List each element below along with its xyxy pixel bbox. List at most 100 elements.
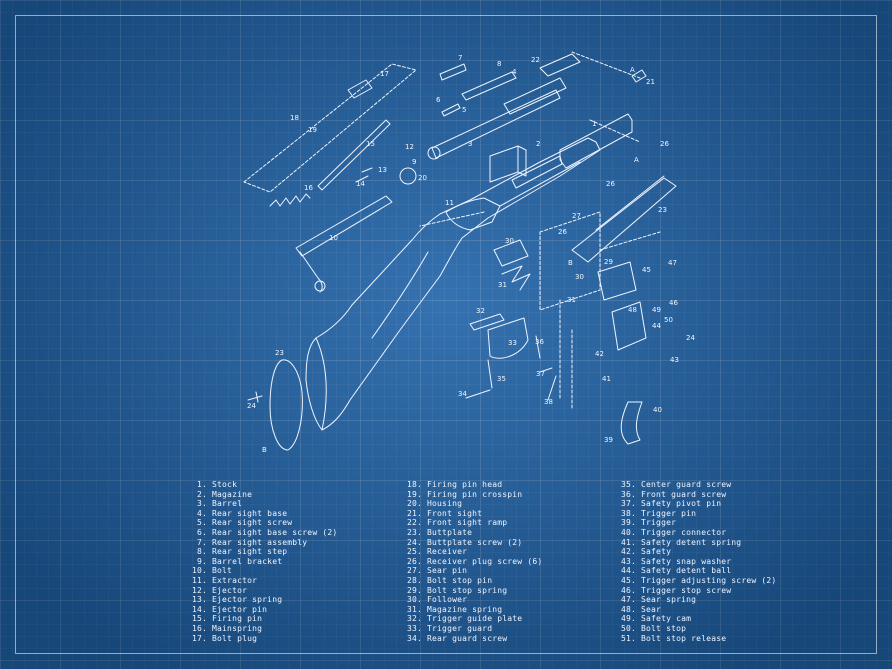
callout-label: 18 xyxy=(290,114,299,122)
legend-item-name: Firing pin crosspin xyxy=(427,489,523,499)
legend-item: 41.Safety detent spring xyxy=(614,538,776,548)
trigger-guard xyxy=(487,317,529,359)
callout-label: 3 xyxy=(468,140,472,148)
callout-label: 40 xyxy=(653,406,662,414)
legend-item: 34.Rear guard screw xyxy=(400,634,542,644)
legend-item-name: Front sight xyxy=(427,508,483,518)
legend-item-name: Trigger pin xyxy=(641,508,697,518)
legend-item-name: Magazine spring xyxy=(427,604,503,614)
legend-item: 4.Rear sight base xyxy=(185,509,337,519)
legend-item-name: Safety detent ball xyxy=(641,566,732,576)
legend-item-number: 47. xyxy=(620,595,636,605)
legend-item-number: 9. xyxy=(196,556,207,566)
housing-ring xyxy=(399,167,417,185)
callout-label: 22 xyxy=(531,56,540,64)
legend-item: 12.Ejector xyxy=(185,586,337,596)
callout-label: 41 xyxy=(602,375,611,383)
legend-item-number: 28. xyxy=(406,575,422,585)
legend-item-name: Follower xyxy=(427,595,468,605)
legend-item: 45.Trigger adjusting screw (2) xyxy=(614,576,776,586)
callout-label: 48 xyxy=(628,306,637,314)
callout-label: 19 xyxy=(308,126,317,134)
callout-label: 30 xyxy=(575,273,584,281)
callout-label: 24 xyxy=(686,334,695,342)
legend-item-name: Safety detent spring xyxy=(641,537,742,547)
legend-item-name: Mainspring xyxy=(212,623,263,633)
receiver-tang xyxy=(511,155,563,189)
callout-label: B xyxy=(262,446,267,454)
safety-body xyxy=(611,301,647,351)
barrel-tube xyxy=(431,89,561,159)
magazine-spring xyxy=(501,265,531,291)
barrel-muzzle xyxy=(427,146,441,160)
legend-item: 32.Trigger guide plate xyxy=(400,614,542,624)
legend-item: 8.Rear sight step xyxy=(185,547,337,557)
callout-label: 30 xyxy=(505,237,514,245)
legend-item: 26.Receiver plug screw (6) xyxy=(400,557,542,567)
legend-item-name: Bolt stop spring xyxy=(427,585,508,595)
callout-label: 13 xyxy=(378,166,387,174)
legend-item: 44.Safety detent ball xyxy=(614,566,776,576)
legend-item-name: Rear sight screw xyxy=(212,518,293,528)
legend-item: 50.Bolt stop xyxy=(614,624,776,634)
legend-item-number: 2. xyxy=(196,489,207,499)
legend-item-name: Sear xyxy=(641,604,662,614)
legend-item-number: 51. xyxy=(620,633,636,643)
stock-outline xyxy=(305,137,601,431)
legend-item-name: Bolt stop release xyxy=(641,633,727,643)
legend-item-name: Receiver xyxy=(427,547,468,557)
firing-pin xyxy=(317,119,391,191)
legend-item: 28.Bolt stop pin xyxy=(400,576,542,586)
legend-item-name: Firing pin head xyxy=(427,480,503,489)
callout-labels: 1234567891011121314151617181920212223232… xyxy=(247,54,695,454)
callout-label: 42 xyxy=(595,350,604,358)
callout-label: 2 xyxy=(536,140,540,148)
legend-item-name: Safety xyxy=(641,547,672,557)
mainspring-coil xyxy=(269,193,311,207)
legend-item-number: 20. xyxy=(406,499,422,509)
legend-item-number: 46. xyxy=(620,585,636,595)
legend-item-number: 17. xyxy=(191,633,207,643)
legend-item-number: 23. xyxy=(406,527,422,537)
callout-label: 31 xyxy=(567,296,576,304)
legend-item-number: 25. xyxy=(406,547,422,557)
legend-item-number: 6. xyxy=(196,527,207,537)
legend-item-name: Buttplate screw (2) xyxy=(427,537,523,547)
legend-item-name: Sear pin xyxy=(427,566,468,576)
legend-item-number: 37. xyxy=(620,499,636,509)
bolt-body xyxy=(295,195,393,257)
legend-item-name: Bolt stop xyxy=(641,623,687,633)
legend-item-name: Bolt plug xyxy=(212,633,258,643)
legend-item-name: Sear spring xyxy=(641,595,697,605)
legend-item: 39.Trigger xyxy=(614,518,776,528)
legend-item: 16.Mainspring xyxy=(185,624,337,634)
legend-item-number: 21. xyxy=(406,508,422,518)
legend-item-number: 22. xyxy=(406,518,422,528)
legend-item: 42.Safety xyxy=(614,547,776,557)
magazine-box xyxy=(489,145,527,183)
legend-item-name: Ejector pin xyxy=(212,604,268,614)
legend-item-name: Rear sight base screw (2) xyxy=(212,527,338,537)
stock-fore-groove xyxy=(499,161,581,207)
callout-label: 23 xyxy=(658,206,667,214)
callout-label: 38 xyxy=(544,398,553,406)
callout-label: A xyxy=(630,66,635,74)
legend-item-number: 14. xyxy=(191,604,207,614)
receiver-body xyxy=(559,113,633,169)
callout-label: 16 xyxy=(304,184,313,192)
legend-item-number: 27. xyxy=(406,566,422,576)
legend-item: 25. Receiver xyxy=(400,547,542,557)
callout-label: 24 xyxy=(247,402,256,410)
bolt-handle xyxy=(299,251,323,293)
legend-item: 30.Follower xyxy=(400,595,542,605)
legend-item-name: Firing pin xyxy=(212,614,263,624)
legend-item-number: 45. xyxy=(620,575,636,585)
legend-item: 5.Rear sight screw xyxy=(185,518,337,528)
legend-item: 22.Front sight ramp xyxy=(400,518,542,528)
legend-item: 27. Sear pin xyxy=(400,566,542,576)
callout-label: 31 xyxy=(498,281,507,289)
legend-item: 9.Barrel bracket xyxy=(185,557,337,567)
